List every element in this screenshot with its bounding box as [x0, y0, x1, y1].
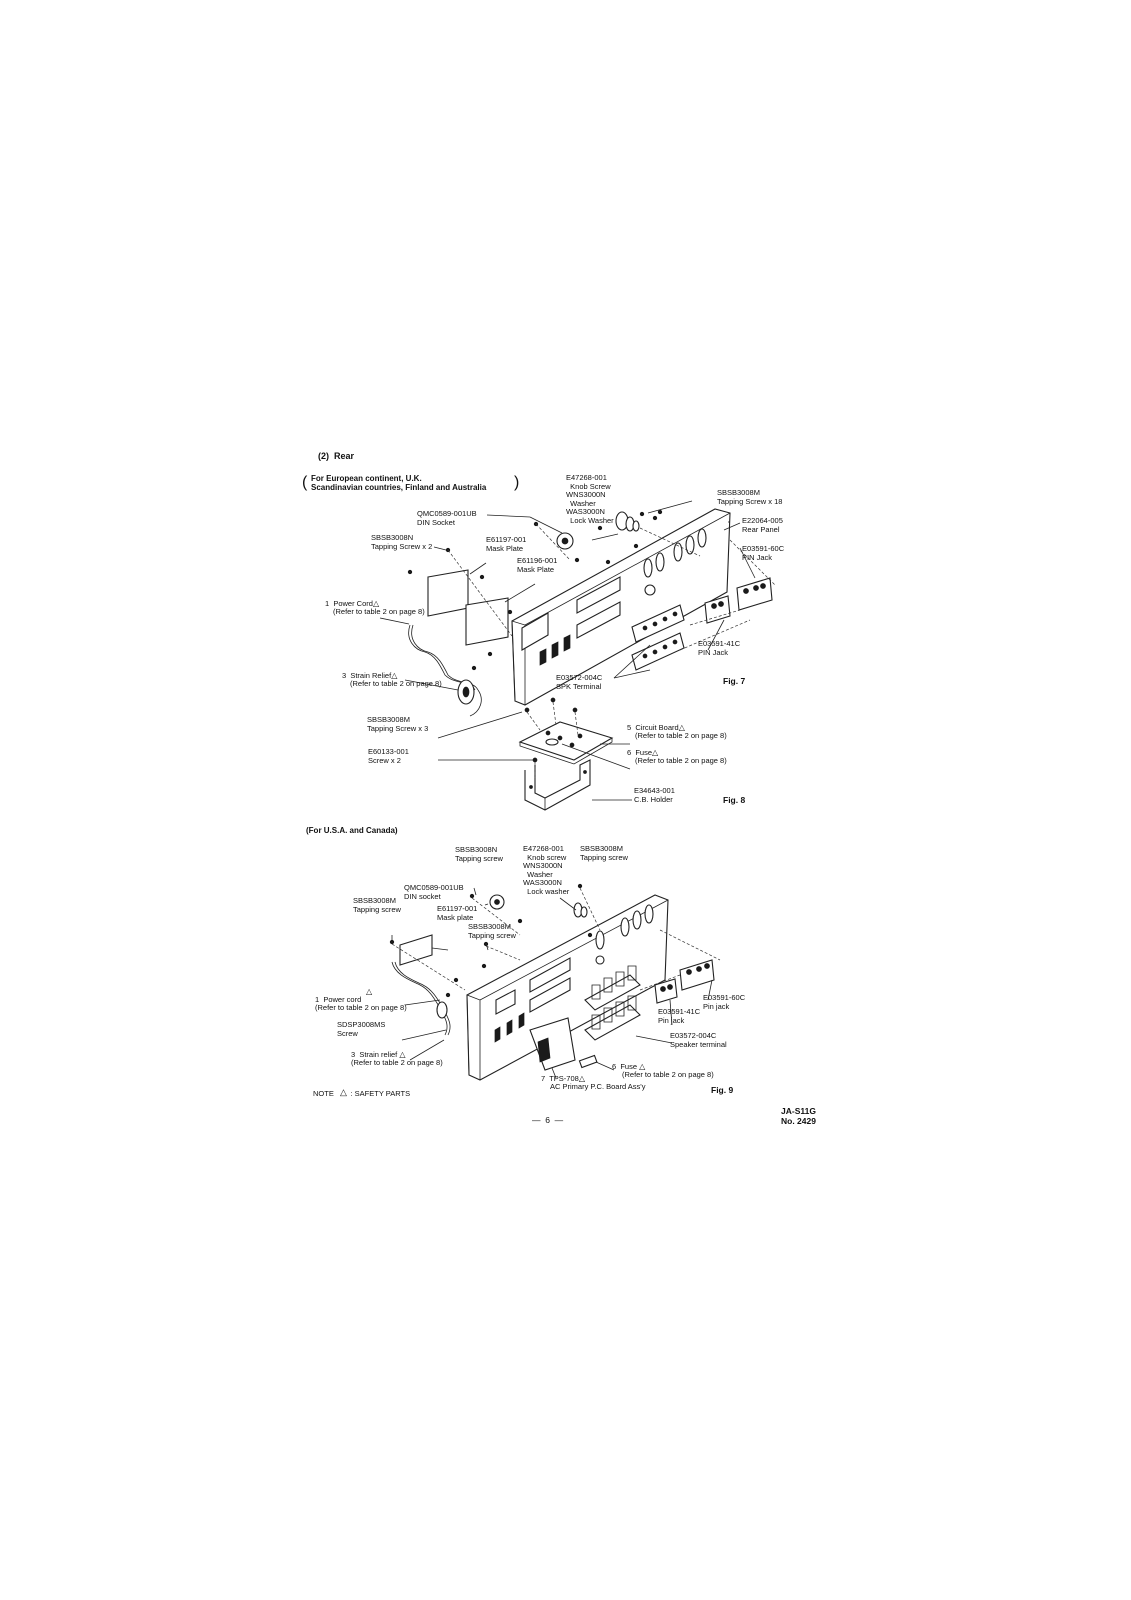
- model-number: JA-S11G: [781, 1106, 816, 1116]
- label-tapping-screw-m-left: SBSB3008M Tapping screw: [353, 896, 401, 914]
- warning-triangle-icon: △: [366, 987, 373, 996]
- label-circuit-board: 5 Circuit Board△: [627, 723, 685, 732]
- label-pin-jack-60c-fig7: E03591-60C PIN Jack: [742, 544, 785, 562]
- fig8-drawing: [438, 698, 632, 810]
- warning-triangle-icon: △: [639, 1062, 646, 1071]
- eu-heading-1: For European continent, U.K.: [311, 474, 422, 483]
- label-ac-primary: AC Primary P.C. Board Ass'y: [550, 1082, 646, 1091]
- label-pin-jack-60c-fig9: E03591-60C Pin jack: [703, 993, 746, 1011]
- label-mask-plate-2: E61196-001 Mask Plate: [517, 556, 558, 574]
- power-cord-fig9: [392, 962, 447, 1035]
- label-knob-screw-fig7: E47268-001 Knob Screw: [566, 473, 611, 491]
- label-screw-x2: E60133-001 Screw x 2: [368, 747, 409, 765]
- label-tapping-screw-2: SBSB3008N Tapping Screw x 2: [371, 533, 433, 551]
- mask-plate-2: [466, 598, 508, 645]
- label-mask-plate-fig9: E61197-001 Mask plate: [437, 904, 478, 922]
- label-power-cord-ref-fig9: (Refer to table 2 on page 8): [315, 1003, 407, 1012]
- warning-triangle-icon: △: [340, 1087, 347, 1097]
- label-tapping-screw-m-mid: SBSB3008M Tapping screw: [468, 922, 516, 940]
- eu-heading-2: Scandinavian countries, Finland and Aust…: [311, 483, 487, 492]
- label-knob-screw-fig9: E47268-001 Knob screw: [523, 844, 567, 862]
- label-strain-relief-ref-fig9: (Refer to table 2 on page 8): [351, 1058, 443, 1067]
- fig9-caption: Fig. 9: [711, 1085, 734, 1095]
- rear-panel-fig7: [512, 509, 730, 705]
- bracket-open: (: [302, 474, 308, 491]
- us-heading: (For U.S.A. and Canada): [306, 826, 398, 835]
- warning-triangle-icon: △: [391, 671, 398, 680]
- bracket-close: ): [514, 474, 520, 491]
- label-speaker-terminal: E03572-004C Speaker terminal: [670, 1031, 727, 1049]
- label-fuse-fig8: 6 Fuse△: [627, 748, 659, 757]
- label-tapping-screw-18: SBSB3008M Tapping Screw x 18: [717, 488, 783, 506]
- label-strain-relief-ref-fig7: (Refer to table 2 on page 8): [350, 679, 442, 688]
- document-number: No. 2429: [781, 1116, 816, 1126]
- pin-jack-60c: [737, 578, 772, 610]
- note-safety-parts: NOTE : SAFETY PARTS: [313, 1089, 411, 1098]
- label-fuse-ref-fig8: (Refer to table 2 on page 8): [635, 756, 727, 765]
- pin-jack-41c: [705, 596, 730, 623]
- label-spk-terminal: E03572-004C SPK Terminal: [556, 673, 603, 691]
- warning-triangle-icon: △: [578, 1074, 585, 1083]
- warning-triangle-icon: △: [372, 599, 380, 608]
- warning-triangle-icon: △: [399, 1050, 406, 1059]
- label-washer-fig7: WNS3000N Washer: [566, 490, 606, 508]
- label-washer-fig9: WNS3000N Washer: [523, 861, 563, 879]
- fig7-caption: Fig. 7: [723, 676, 746, 686]
- label-cb-holder: E34643-001 C.B. Holder: [634, 786, 675, 804]
- strain-relief-fig9: [437, 1002, 447, 1018]
- label-pin-jack-41c-fig9: E03591-41C Pin jack: [658, 1007, 701, 1025]
- label-tapping-screw-n-fig9: SBSB3008N Tapping screw: [455, 845, 503, 863]
- warning-triangle-icon: △: [678, 723, 685, 732]
- label-strain-relief-fig7: 3 Strain Relief△: [342, 671, 398, 680]
- label-fuse-fig9: 6 Fuse △: [612, 1062, 646, 1071]
- spk-terminal-2: [632, 633, 684, 670]
- label-lock-washer-fig7: WAS3000N Lock Washer: [566, 507, 614, 525]
- fuse-fig8: [546, 739, 558, 745]
- label-tapping-screw-3: SBSB3008M Tapping Screw x 3: [367, 715, 429, 733]
- label-power-cord-fig7: 1 Power Cord△: [325, 599, 380, 608]
- label-tapping-screw-m-top: SBSB3008M Tapping screw: [580, 844, 628, 862]
- spk-terminal-1: [632, 605, 684, 642]
- warning-triangle-icon: △: [652, 748, 659, 757]
- label-mask-plate-1: E61197-001 Mask Plate: [486, 535, 527, 553]
- label-power-cord-ref-fig7: (Refer to table 2 on page 8): [333, 607, 425, 616]
- label-din-socket-fig7: QMC0589-001UB DIN Socket: [417, 509, 477, 527]
- fig8-caption: Fig. 8: [723, 795, 746, 805]
- fig9-drawing: [390, 884, 720, 1080]
- fuse-fig9: [579, 1055, 596, 1067]
- power-cord-warning-fig9: △: [366, 987, 373, 997]
- label-fuse-ref-fig9: (Refer to table 2 on page 8): [622, 1070, 714, 1079]
- page-number: — 6 —: [532, 1115, 564, 1125]
- label-rear-panel: E22064-005 Rear Panel: [742, 516, 783, 534]
- label-lock-washer-fig9: WAS3000N Lock washer: [523, 878, 570, 896]
- label-circuit-board-ref: (Refer to table 2 on page 8): [635, 731, 727, 740]
- label-power-cord-fig9: 1 Power cord: [315, 995, 362, 1004]
- fig7-drawing: [380, 501, 775, 716]
- label-strain-relief-fig9: 3 Strain relief △: [351, 1050, 406, 1059]
- label-screw-ms: SDSP3008MS Screw: [337, 1020, 386, 1038]
- label-din-socket-fig9: QMC0589-001UB DIN socket: [404, 883, 464, 901]
- mask-plate-1: [428, 570, 468, 616]
- mask-plate-fig9: [400, 935, 432, 965]
- section-title: (2) Rear: [318, 451, 355, 461]
- circuit-board-fig8: [520, 722, 612, 760]
- label-tps: 7 TPS-708△: [541, 1074, 585, 1083]
- label-pin-jack-41c-fig7: E03591-41C PIN Jack: [698, 639, 741, 657]
